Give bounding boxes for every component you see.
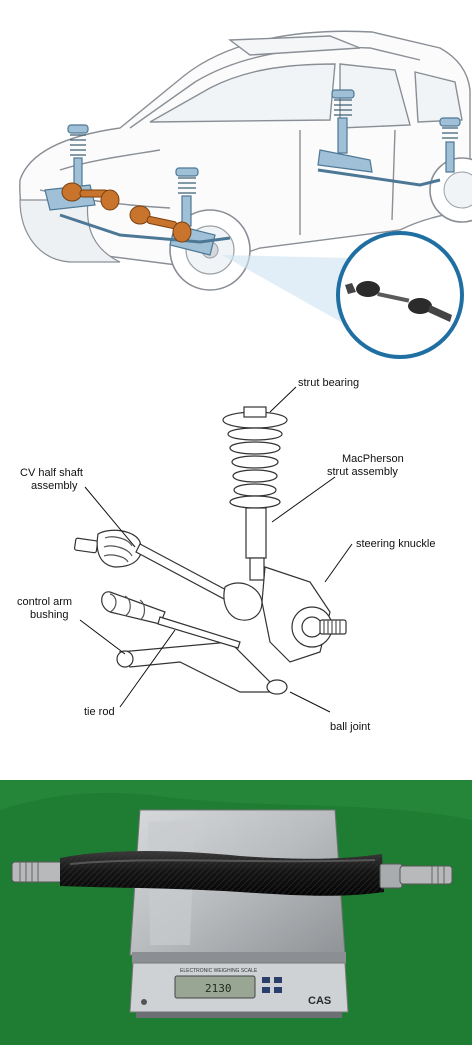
weighing-photo-panel: ELECTRONIC WEIGHING SCALE 2130 CAS bbox=[0, 780, 472, 1045]
turf-highlight bbox=[0, 780, 472, 820]
label-steering-knuckle: steering knuckle bbox=[356, 538, 436, 550]
half-shaft-zoom-icon bbox=[345, 281, 452, 322]
half-shaft-callout bbox=[336, 231, 464, 359]
scale-key-3[interactable] bbox=[262, 987, 270, 993]
rear-right-strut bbox=[439, 117, 461, 173]
rear-left-strut bbox=[317, 89, 441, 187]
scale-key-4[interactable] bbox=[274, 987, 282, 993]
strut-assembly-drawing bbox=[222, 406, 288, 581]
scale-lcd-value: 2130 bbox=[205, 982, 232, 995]
control-arm-drawing bbox=[101, 591, 288, 695]
weighing-photo: ELECTRONIC WEIGHING SCALE 2130 CAS bbox=[0, 780, 472, 1045]
label-tie-rod: tie rod bbox=[84, 706, 115, 718]
label-cv-line2: assembly bbox=[31, 480, 78, 492]
scale-model-text: ELECTRONIC WEIGHING SCALE bbox=[180, 968, 258, 974]
scale-key-1[interactable] bbox=[262, 977, 270, 983]
steering-knuckle-drawing bbox=[261, 566, 347, 663]
callout-beam bbox=[222, 255, 355, 330]
highlighted-half-shafts bbox=[61, 182, 192, 243]
scale-brand-logo: CAS bbox=[308, 995, 331, 1007]
label-strut-bearing: strut bearing bbox=[298, 377, 359, 389]
leader-lines bbox=[79, 386, 353, 713]
electronic-scale: ELECTRONIC WEIGHING SCALE 2130 CAS bbox=[129, 809, 349, 1018]
suspension-diagram: strut bearing MacPherson strut assembly … bbox=[17, 377, 436, 733]
scale-key-2[interactable] bbox=[274, 977, 282, 983]
car-illustration-panel bbox=[0, 0, 472, 362]
suspension-diagram-panel: strut bearing MacPherson strut assembly … bbox=[0, 362, 472, 764]
label-macpherson-line1: MacPherson bbox=[342, 453, 404, 465]
label-cv-line1: CV half shaft bbox=[20, 467, 83, 479]
front-subframe bbox=[59, 213, 231, 244]
front-left-wheel bbox=[19, 199, 121, 263]
cv-half-shaft-drawing bbox=[73, 529, 263, 621]
scale-lcd bbox=[174, 975, 256, 999]
scale-power-button[interactable] bbox=[141, 999, 147, 1005]
label-control-arm-line1: control arm bbox=[17, 596, 72, 608]
rear-wheel bbox=[429, 157, 472, 223]
label-macpherson-line2: strut assembly bbox=[327, 466, 398, 478]
car-illustration bbox=[19, 30, 472, 359]
label-ball-joint: ball joint bbox=[330, 721, 370, 733]
label-control-arm-line2: bushing bbox=[30, 609, 69, 621]
carbon-half-shaft bbox=[11, 851, 453, 896]
